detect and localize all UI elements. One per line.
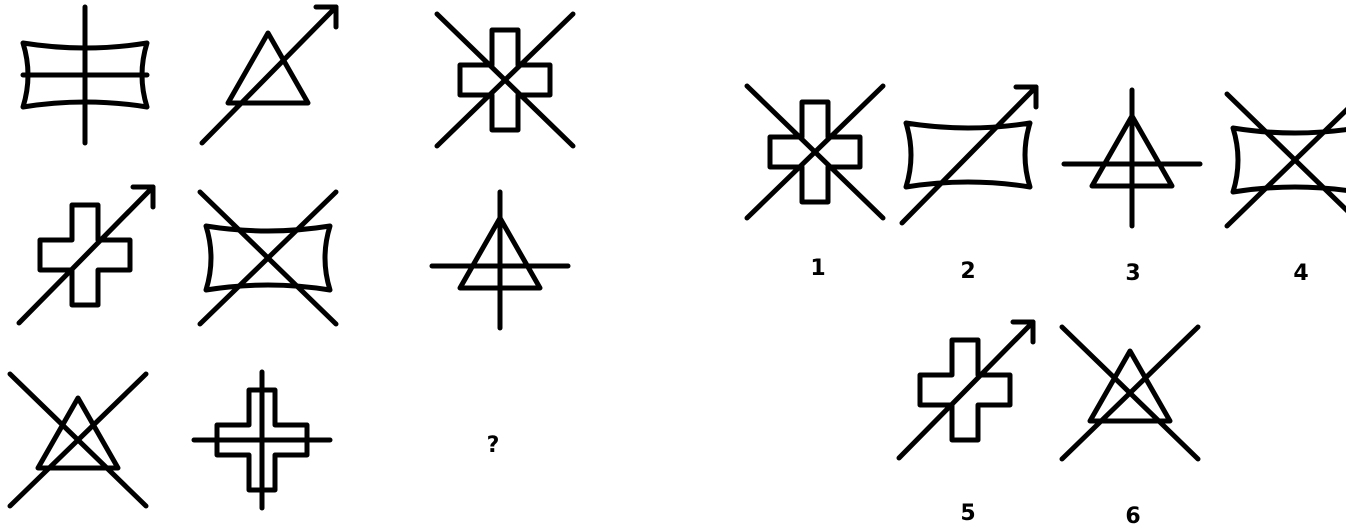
answer-label-2: 2: [960, 259, 975, 284]
answer-figure-2[interactable]: [902, 87, 1036, 223]
matrix-cell-7: [10, 374, 146, 506]
answer-label-6: 6: [1125, 504, 1140, 529]
missing-mark: ?: [487, 433, 500, 458]
answer-figure-6[interactable]: [1062, 327, 1198, 459]
matrix-cell-4: [19, 187, 153, 323]
answer-label-1: 1: [810, 256, 825, 281]
matrix-cell-6: [432, 192, 568, 328]
matrix-cell-8: [194, 372, 330, 508]
matrix-cell-5: [200, 192, 336, 324]
arrow-shaft: [902, 87, 1036, 223]
matrix-cell-3: [437, 14, 573, 146]
arrow-shaft: [202, 7, 336, 143]
matrix-cell-1: [23, 7, 147, 143]
answer-label-3: 3: [1125, 261, 1140, 286]
answer-figure-3[interactable]: [1064, 90, 1200, 226]
concave-rect-shape: [1233, 128, 1346, 192]
triangle-shape: [38, 398, 118, 468]
answer-figure-1[interactable]: [747, 86, 883, 218]
answer-label-5: 5: [960, 501, 975, 526]
matrix-cell-2: [202, 7, 336, 143]
triangle-shape: [228, 33, 308, 103]
triangle-shape: [1090, 351, 1170, 421]
answer-figure-5[interactable]: [899, 322, 1033, 458]
answer-figure-4[interactable]: [1227, 94, 1346, 226]
answer-label-4: 4: [1293, 261, 1308, 286]
